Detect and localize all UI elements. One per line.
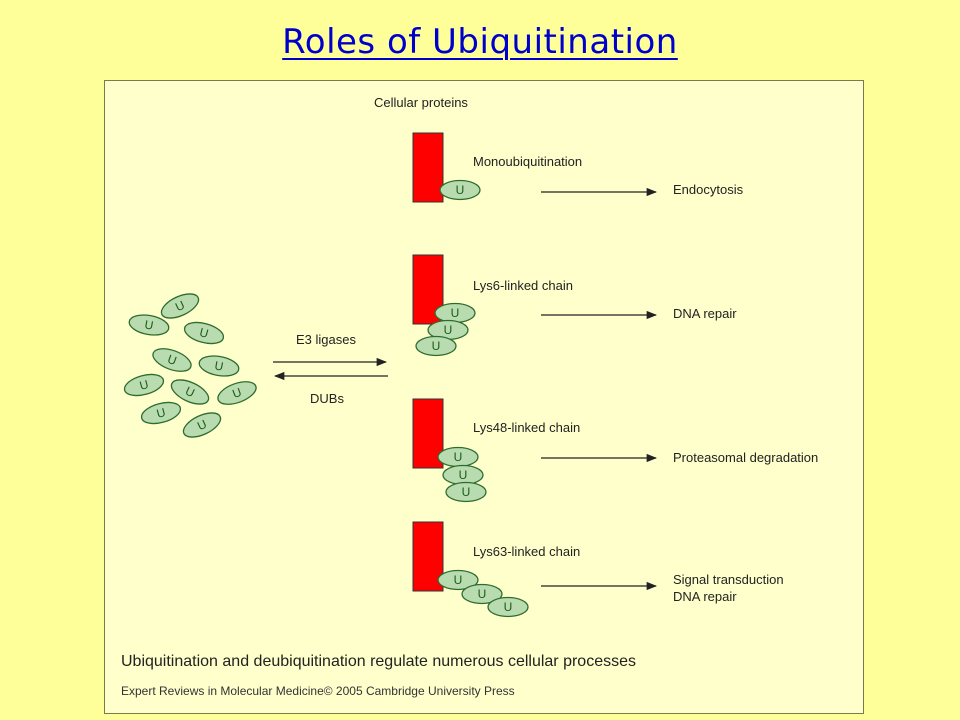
- ubiquitin-ellipse: [152, 348, 192, 372]
- ubiquitin-chain: U: [439, 179, 481, 201]
- ubiquitin-molecule: U: [140, 401, 182, 425]
- figure-credit: Expert Reviews in Molecular Medicine© 20…: [121, 684, 515, 698]
- ubiquitin-ellipse: [437, 569, 479, 591]
- outcome-label-secondary: DNA repair: [673, 589, 737, 604]
- ubiquitin-letter: U: [462, 485, 471, 499]
- outcome-label: Proteasomal degradation: [673, 450, 818, 465]
- figure-caption: Ubiquitination and deubiquitination regu…: [121, 653, 636, 670]
- ubiquitin-molecule: U: [439, 179, 481, 201]
- chain-label: Lys48-linked chain: [473, 420, 580, 435]
- ubiquitin-letter: U: [432, 339, 441, 353]
- ubiquitin-chain: UUU: [437, 446, 487, 503]
- ubiquitin-chain: UUU: [415, 302, 476, 357]
- ubiquitin-letter: U: [454, 450, 463, 464]
- ubiquitin-ellipse: [487, 596, 529, 618]
- ubiquitin-molecule: U: [183, 321, 225, 345]
- ubiquitin-letter: U: [144, 317, 155, 332]
- ubiquitin-ellipse: [198, 355, 240, 377]
- ubiquitin-ellipse: [182, 412, 222, 438]
- ubiquitin-molecule: U: [182, 412, 222, 438]
- row-monoubiquitination: Monoubiquitination U Endocytosis: [412, 132, 744, 203]
- outcome-label: DNA repair: [673, 306, 737, 321]
- ubiquitin-molecule: U: [445, 481, 487, 503]
- ubiquitin-molecule: U: [198, 355, 240, 377]
- ubiquitin-molecule: U: [152, 348, 192, 372]
- slide-title: Roles of Ubiquitination: [282, 22, 678, 62]
- outcome-label: Endocytosis: [673, 182, 744, 197]
- row-lys48-linked-chain: Lys48-linked chain UUU Proteasomal degra…: [412, 398, 818, 503]
- row-lys6-linked-chain: Lys6-linked chain UUU DNA repair: [412, 254, 737, 357]
- ubiquitin-molecule: U: [170, 379, 210, 405]
- ubiquitin-ellipse: [183, 321, 225, 345]
- ubiquitin-molecule: U: [217, 381, 257, 405]
- ubiquitin-molecule: U: [434, 302, 476, 324]
- cellular-proteins-label: Cellular proteins: [374, 95, 468, 110]
- ubiquitin-letter: U: [459, 468, 468, 482]
- ubiquitin-molecule: U: [437, 569, 479, 591]
- ubiquitin-molecule: U: [128, 314, 170, 336]
- ubiquitin-ellipse: [140, 401, 182, 425]
- ubiquitin-molecule: U: [123, 373, 165, 397]
- ubiquitin-molecule: U: [437, 446, 479, 468]
- ubiquitin-letter: U: [198, 325, 210, 341]
- ubiquitin-ellipse: [415, 335, 457, 357]
- ubiquitin-ellipse: [170, 379, 210, 405]
- ubiquitin-molecule: U: [160, 293, 200, 319]
- ubiquitin-letter: U: [478, 587, 487, 601]
- outcome-label: Signal transduction: [673, 572, 784, 587]
- ubiquitin-chain: U U U: [437, 569, 529, 618]
- ubiquitin-ellipse: [160, 293, 200, 319]
- ubiquitin-ellipse: [128, 314, 170, 336]
- ubiquitin-molecule: U: [442, 464, 484, 486]
- chain-label: Lys63-linked chain: [473, 544, 580, 559]
- ubiquitin-molecule: U: [415, 335, 457, 357]
- protein-bar: [412, 132, 444, 203]
- ubiquitin-letter: U: [456, 183, 465, 197]
- ubiquitin-molecule: U: [487, 596, 529, 618]
- e3-ligases-label: E3 ligases: [296, 332, 356, 347]
- ubiquitin-molecule: U: [461, 583, 503, 605]
- ubiquitin-letter: U: [214, 358, 225, 373]
- ubiquitin-ellipse: [461, 583, 503, 605]
- ubiquitin-letter: U: [454, 573, 463, 587]
- dubs-label: DUBs: [310, 391, 344, 406]
- ubiquitin-letter: U: [451, 306, 460, 320]
- chain-label: Monoubiquitination: [473, 154, 582, 169]
- ubiquitin-letter: U: [444, 323, 453, 337]
- ubiquitin-letter: U: [138, 377, 150, 393]
- ubiquitin-letter: U: [504, 600, 513, 614]
- ubiquitin-ellipse: [217, 381, 257, 405]
- ubiquitin-ellipse: [123, 373, 165, 397]
- ubiquitin-letter: U: [155, 405, 167, 421]
- ubiquitin-ellipse: [445, 481, 487, 503]
- row-lys63-linked-chain: Lys63-linked chain U U U Signal transducti…: [412, 521, 784, 618]
- chain-label: Lys6-linked chain: [473, 278, 573, 293]
- ubiquitin-ellipse: [439, 179, 481, 201]
